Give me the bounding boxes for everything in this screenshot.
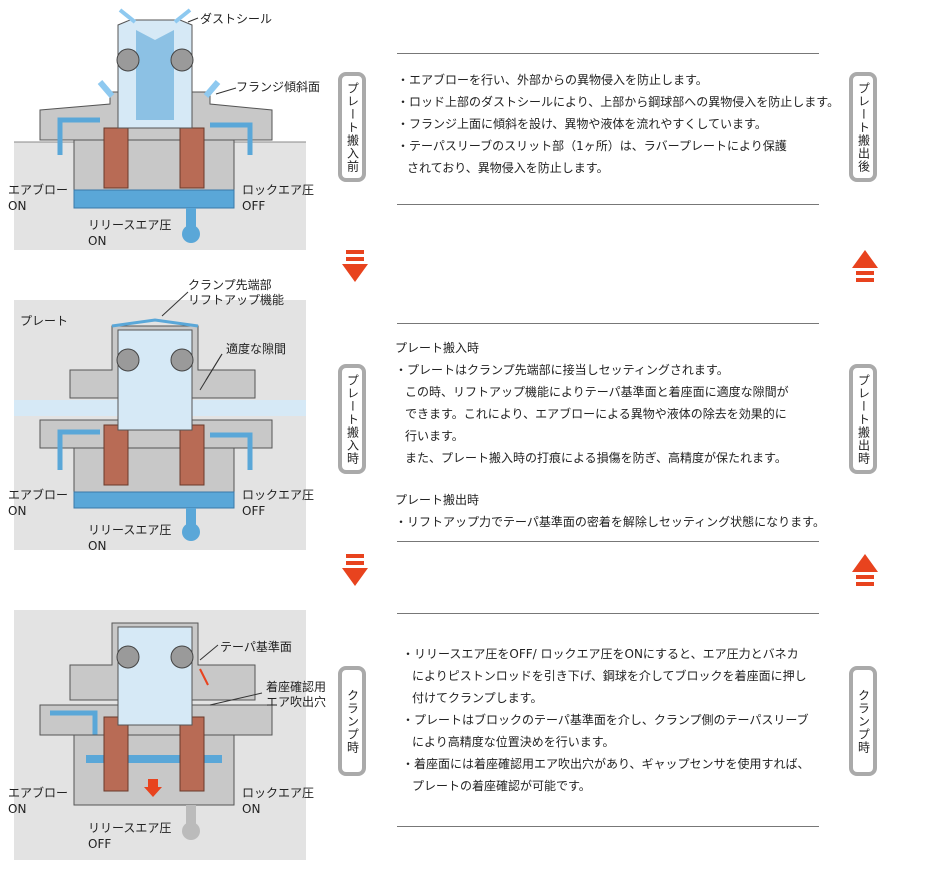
divider	[397, 826, 819, 827]
callout-taper-reference: テーパ基準面	[220, 640, 292, 654]
bullet-line: できます。これにより、エアブローによる異物や液体の除去を効果的に	[405, 407, 787, 421]
bullet-line: ・リフトアップ力でテーパ基準面の密着を解除しセッティング状態になります。	[395, 515, 825, 529]
stage-tag-after: プレート搬出後	[849, 72, 877, 182]
bullet-line: 行います。	[405, 429, 464, 443]
release-air-label: リリースエア圧	[88, 523, 172, 537]
callout-seating-check: 着座確認用	[266, 680, 327, 694]
lock-air-label: ロックエア圧	[242, 488, 315, 502]
bullet-line: ・エアブローを行い、外部からの異物侵入を防止します。	[397, 73, 708, 87]
stage-tag-clamp: クランプ時	[338, 666, 366, 776]
clamp-cross-section	[14, 8, 306, 250]
lock-air-state: OFF	[242, 504, 266, 518]
section-heading: プレート搬入時	[395, 341, 480, 355]
release-air-state: ON	[88, 539, 107, 553]
section-heading: プレート搬出時	[395, 493, 480, 507]
callout-clamp-tip: クランプ先端部	[188, 278, 272, 292]
release-air-label: リリースエア圧	[88, 821, 172, 835]
release-air-label: リリースエア圧	[88, 218, 172, 232]
bullet-line: ・テーパスリーブのスリット部（1ヶ所）は、ラバープレートにより保護	[397, 139, 787, 153]
lock-air-state: ON	[242, 802, 261, 816]
divider	[397, 541, 819, 542]
arrow-down-icon	[342, 250, 368, 282]
bullet-line: により高精度な位置決めを行います。	[412, 735, 615, 749]
callout-air-outlet: エア吹出穴	[266, 695, 327, 709]
air-blow-label: エアブロー	[8, 786, 69, 800]
bullet-line: ・リリースエア圧をOFF/ ロックエア圧をONにすると、エア圧力とバネカ	[402, 647, 799, 661]
clamp-cross-section	[14, 291, 306, 550]
callout-lift-up: リフトアップ機能	[188, 293, 285, 307]
callout-flange-slope: フランジ傾斜面	[236, 80, 321, 94]
lock-air-label: ロックエア圧	[242, 786, 315, 800]
arrow-down-icon	[342, 554, 368, 586]
lock-air-state: OFF	[242, 199, 266, 213]
callout-gap: 適度な隙間	[226, 342, 287, 356]
divider	[397, 323, 819, 324]
bullet-line: また、プレート搬入時の打痕による損傷を防ぎ、高精度が保たれます。	[405, 451, 787, 465]
bullet-line: プレートの着座確認が可能です。	[412, 779, 591, 793]
air-blow-state: ON	[8, 504, 27, 518]
arrow-up-icon	[852, 250, 878, 282]
bullet-line: ・プレートはクランプ先端部に接当しセッティングされます。	[395, 363, 729, 377]
bullet-line: ・プレートはブロックのテーパ基準面を介し、クランプ側のテーパスリーブ	[402, 713, 809, 727]
lock-air-label: ロックエア圧	[242, 183, 315, 197]
air-blow-label: エアブロー	[8, 488, 69, 502]
air-blow-state: ON	[8, 802, 27, 816]
stage-tag-unloading: プレート搬出時	[849, 364, 877, 474]
stage-tag-clamp: クランプ時	[849, 666, 877, 776]
divider	[397, 613, 819, 614]
bullet-line: ・ロッド上部のダストシールにより、上部から鋼球部への異物侵入を防止します。	[397, 95, 840, 109]
bullet-line: ・フランジ上面に傾斜を設け、異物や液体を流れやすくしています。	[397, 117, 767, 131]
diagram-loading	[0, 270, 320, 555]
release-air-state: OFF	[88, 837, 112, 851]
bullet-line: ・着座面には着座確認用エア吹出穴があり、ギャップセンサを使用すれば、	[402, 757, 810, 771]
section-unloading-text: プレート搬出時 ・リフトアップ力でテーパ基準面の密着を解除しセッティング状態にな…	[395, 489, 825, 533]
clamp-cross-section	[14, 610, 306, 860]
stage-tag-loading: プレート搬入時	[338, 364, 366, 474]
callout-dust-seal: ダストシール	[200, 12, 273, 26]
bullet-line: されており、異物侵入を防止します。	[407, 161, 609, 175]
diagram-clamping	[0, 605, 320, 867]
section-clamp-text: ・リリースエア圧をOFF/ ロックエア圧をONにすると、エア圧力とバネカ により…	[402, 643, 810, 797]
air-blow-label: エアブロー	[8, 183, 69, 197]
arrow-up-icon	[852, 554, 878, 586]
stage-tag-before: プレート搬入前	[338, 72, 366, 182]
bullet-line: 付けてクランプします。	[412, 691, 543, 705]
diagram-before-loading	[0, 0, 320, 255]
divider	[397, 204, 819, 205]
section-before-text: ・エアブローを行い、外部からの異物侵入を防止します。 ・ロッド上部のダストシール…	[397, 69, 839, 179]
bullet-line: によりピストンロッドを引き下げ、鋼球を介してブロックを着座面に押し	[412, 669, 807, 683]
air-blow-state: ON	[8, 199, 27, 213]
bullet-line: この時、リフトアップ機能によりテーパ基準面と着座面に適度な隙間が	[405, 385, 789, 399]
callout-plate: プレート	[20, 314, 69, 328]
divider	[397, 53, 819, 54]
release-air-state: ON	[88, 234, 107, 248]
section-loading-text: プレート搬入時 ・プレートはクランプ先端部に接当しセッティングされます。 この時…	[395, 337, 789, 469]
